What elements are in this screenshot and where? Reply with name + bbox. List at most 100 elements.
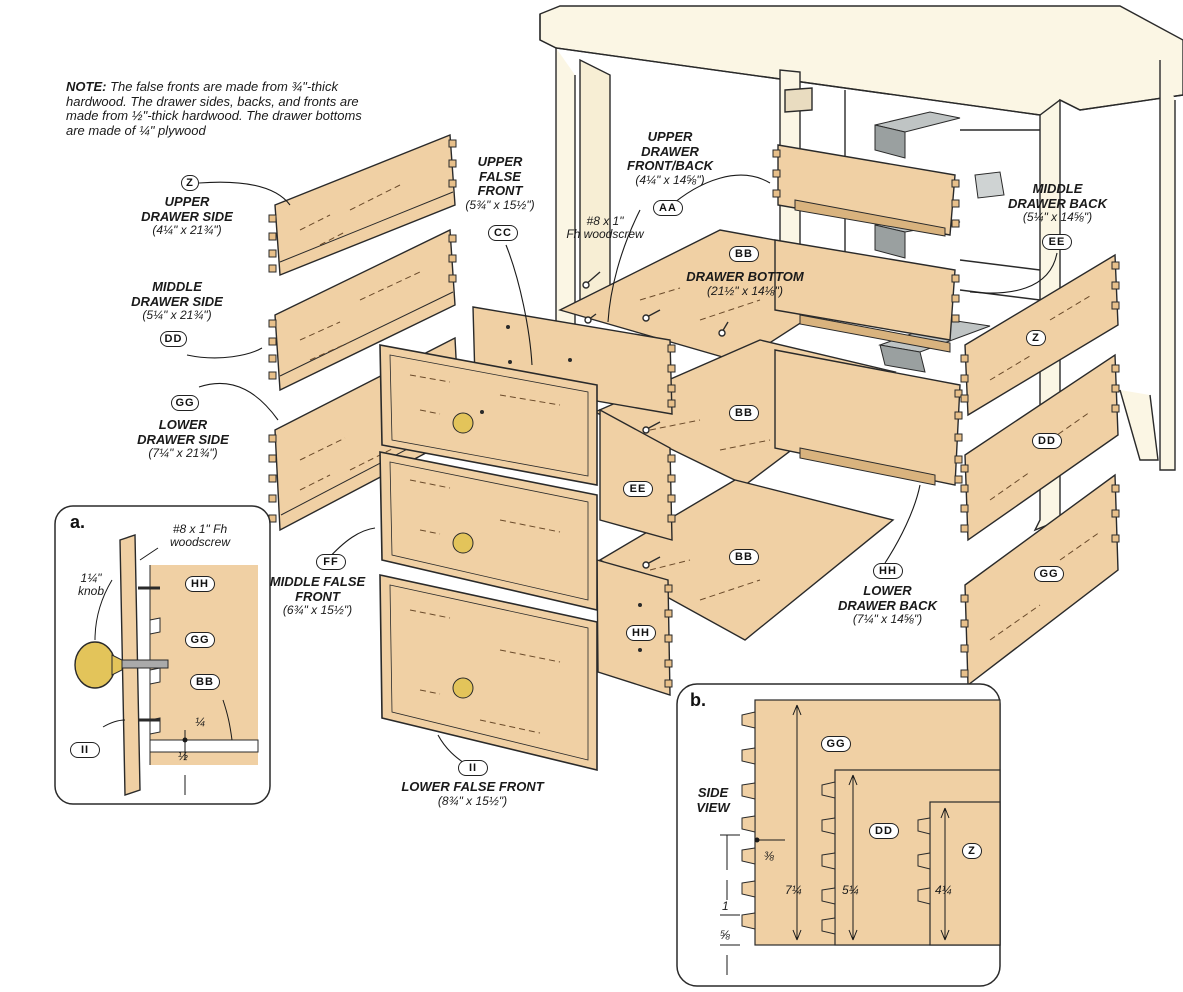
detail-b-side-view-line-2: VIEW	[696, 799, 730, 815]
badge-cc: CC	[488, 225, 518, 241]
dovetail-pins-left	[268, 139, 457, 523]
badge-bb-middle: BB	[729, 405, 759, 421]
lower-drawer-side-title-2: DRAWER SIDE	[137, 431, 229, 447]
detail-a-dim-half: ½	[178, 749, 189, 763]
lower-drawer-side-title-1: LOWER	[158, 417, 208, 432]
detail-b-badge-dd: DD	[869, 823, 899, 839]
woodscrew-line-2: Fh woodscrew	[566, 227, 644, 242]
detail-b-dim-five-eighths: ⅝	[720, 928, 731, 942]
middle-drawer-side-title-1: MIDDLE	[152, 279, 202, 294]
label-drawer-bottom: DRAWER BOTTOM (21½" x 14⅛")	[660, 269, 830, 298]
upper-drawer-front-back-title-1: UPPER	[647, 129, 693, 144]
dovetail-pins-right	[772, 149, 963, 484]
lower-drawer-back-dims: (7¼" x 14⅝")	[852, 612, 923, 627]
detail-a-dim-quarter: ¼	[195, 715, 206, 729]
woodscrew-line-1: #8 x 1"	[586, 214, 624, 228]
upper-false-front-title-3: FRONT	[477, 183, 523, 199]
badge-z-right: Z	[1026, 330, 1046, 346]
middle-drawer-back-title-1: MIDDLE	[1032, 181, 1083, 196]
detail-a-screw-line-2: woodscrew	[169, 535, 231, 550]
detail-b-dim-z: 4¼	[935, 883, 952, 897]
badge-aa: AA	[653, 200, 683, 216]
detail-b-panel	[676, 683, 1001, 987]
upper-drawer-side-left	[274, 133, 456, 277]
upper-drawer-back-panel	[777, 144, 956, 237]
upper-drawer-front-back-dims: (4¼" x 14⅝")	[635, 172, 705, 187]
leader-lines	[186, 174, 1058, 769]
detail-a-knob-line-1: 1¼"	[80, 571, 102, 585]
detail-b-dim-gg: 7¼	[785, 883, 802, 897]
badge-dd-right: DD	[1032, 433, 1062, 449]
badge-bb-top: BB	[729, 246, 759, 262]
detail-a-screw-line-1: #8 x 1" Fh	[172, 522, 228, 536]
upper-drawer-side-title-1: UPPER	[164, 194, 210, 209]
detail-b-dim-dd: 5¼	[842, 883, 859, 897]
badge-bb-lower: BB	[729, 549, 759, 565]
middle-drawer-back-dims: (5¼" x 14⅝")	[1022, 210, 1093, 225]
badge-dd: DD	[160, 331, 187, 347]
middle-drawer-back-title-2: DRAWER BACK	[1008, 195, 1107, 211]
label-upper-drawer-front-back: UPPER DRAWER FRONT/BACK (4¼" x 14⅝")	[605, 129, 735, 187]
upper-drawer-front-back-title-3: FRONT/BACK	[627, 158, 713, 174]
middle-drawer-side-title-2: DRAWER SIDE	[131, 293, 223, 309]
lower-false-front	[379, 574, 598, 772]
badge-hh-panel: HH	[626, 625, 656, 641]
lower-drawer-back-title-1: LOWER	[863, 583, 912, 598]
detail-a-knob-label: 1¼" knob	[66, 571, 116, 599]
drawer-bottom-dims: (21½" x 14⅛")	[707, 283, 783, 298]
detail-b-side-view: SIDE VIEW	[688, 785, 738, 815]
middle-drawer-side-dims: (5¼" x 21¾")	[142, 308, 212, 323]
upper-drawer-front-back-title-2: DRAWER	[641, 143, 699, 159]
label-middle-false-front: MIDDLE FALSE FRONT (6¾" x 15½")	[250, 574, 385, 618]
upper-drawer-side-title-2: DRAWER SIDE	[141, 208, 233, 224]
detail-a-badge-gg: GG	[185, 632, 215, 648]
upper-false-front	[379, 344, 598, 486]
middle-false-front	[379, 451, 598, 612]
lower-false-front-title: LOWER FALSE FRONT	[401, 779, 544, 794]
upper-false-front-title-2: FALSE	[479, 168, 521, 184]
detail-a-badge-hh: HH	[185, 576, 215, 592]
detail-a-badge-ii: II	[70, 742, 100, 758]
badge-ff: FF	[316, 554, 346, 570]
detail-b-dim-one: 1	[722, 899, 729, 913]
lower-drawer-back-title-2: DRAWER BACK	[838, 597, 937, 613]
detail-a-badge-bb: BB	[190, 674, 220, 690]
drawer-bottom-title: DRAWER BOTTOM	[686, 269, 804, 284]
label-middle-drawer-side: MIDDLE DRAWER SIDE (5¼" x 21¾")	[112, 279, 242, 323]
label-upper-false-front: UPPER FALSE FRONT (5¾" x 15½")	[445, 154, 555, 212]
lower-drawer-side-dims: (7¼" x 21¾")	[148, 446, 218, 461]
upper-drawer-side-dims: (4¼" x 21¾")	[152, 223, 222, 238]
lower-false-front-dims: (8¾" x 15½")	[437, 793, 508, 808]
label-upper-drawer-side: UPPER DRAWER SIDE (4¼" x 21¾")	[122, 194, 252, 238]
badge-ii: II	[458, 760, 488, 776]
detail-b-dim-three-eighths: ⅜	[764, 849, 775, 863]
detail-b-badge-gg: GG	[821, 736, 851, 752]
construction-note: NOTE: The false fronts are made from ¾"-…	[66, 79, 366, 138]
detail-b-title: b.	[690, 690, 706, 710]
detail-b-side-view-line-1: SIDE	[697, 785, 729, 800]
woodscrews	[582, 271, 729, 569]
label-lower-false-front: LOWER FALSE FRONT (8¾" x 15½")	[385, 779, 560, 808]
dovetail-pins-right-sides	[960, 261, 1120, 678]
detail-b-badge-z: Z	[962, 843, 982, 859]
detail-a-screw-label: #8 x 1" Fh woodscrew	[150, 522, 250, 550]
right-drawer-sides	[964, 253, 1119, 687]
label-middle-drawer-back: MIDDLE DRAWER BACK (5¼" x 14⅝")	[990, 181, 1125, 225]
detail-a-panel	[54, 505, 271, 805]
badge-hh: HH	[873, 563, 903, 579]
detail-a-knob-line-2: knob	[77, 584, 105, 599]
middle-drawer-back-panel	[774, 239, 956, 353]
detail-a-title: a.	[70, 512, 86, 532]
note-lead: NOTE:	[66, 79, 107, 94]
note-text: The false fronts are made from ¾"-thick …	[66, 79, 362, 138]
badge-z: Z	[181, 175, 199, 191]
upper-false-front-title-1: UPPER	[477, 154, 523, 169]
label-lower-drawer-back: LOWER DRAWER BACK (7¼" x 14⅝")	[820, 583, 955, 627]
middle-false-front-title-1: MIDDLE FALSE	[269, 574, 366, 589]
badge-gg: GG	[171, 395, 199, 411]
middle-drawer-front-panel	[599, 408, 673, 541]
middle-false-front-title-2: FRONT	[295, 588, 340, 604]
upper-false-front-dims: (5¾" x 15½")	[465, 197, 535, 212]
badge-ee-top: EE	[1042, 234, 1072, 250]
